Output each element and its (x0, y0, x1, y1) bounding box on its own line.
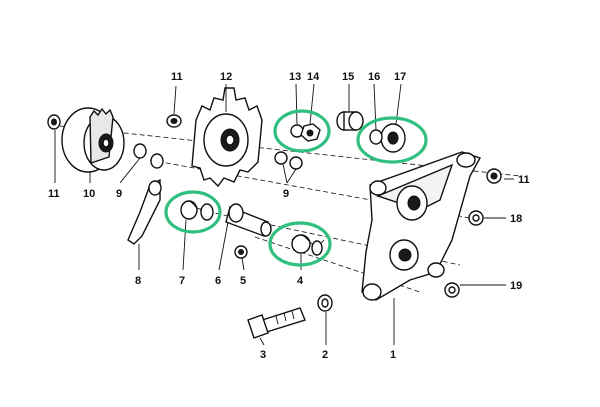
callout-8: 8 (135, 275, 141, 287)
callout-9-left: 9 (116, 188, 122, 200)
part-9-left-washers (133, 143, 164, 169)
callout-6: 6 (215, 275, 221, 287)
part-12-gear (191, 87, 263, 188)
part-2-washer (317, 294, 333, 312)
leader-lines (54, 83, 514, 346)
part-11-left-washer (47, 114, 61, 130)
part-8-lever (127, 178, 162, 245)
part-11-top-washer (166, 114, 182, 128)
callout-14: 14 (307, 71, 320, 83)
part-3-bolt (247, 307, 306, 339)
part-18-washer (468, 210, 484, 226)
callout-12: 12 (220, 71, 232, 83)
callout-4: 4 (297, 275, 304, 287)
callout-16: 16 (368, 71, 380, 83)
callout-15: 15 (342, 71, 354, 83)
part-15-bushing (336, 111, 364, 131)
part-10-sprocket-hub (61, 107, 125, 173)
callout-18: 18 (510, 213, 522, 225)
part-6-shaft (225, 203, 272, 237)
part-13-14-nut (290, 123, 321, 142)
part-1-main-bracket (361, 151, 482, 301)
callout-11-top: 11 (171, 71, 183, 83)
callout-17: 17 (394, 71, 406, 83)
callout-3: 3 (260, 349, 266, 361)
callout-1: 1 (390, 349, 396, 361)
callout-labels: 11 12 13 14 15 16 17 11 10 9 9 11 18 19 … (48, 71, 530, 361)
part-17-pivot (369, 123, 406, 153)
part-19-washer (444, 282, 460, 298)
callout-11-left: 11 (48, 188, 60, 200)
callout-13: 13 (289, 71, 301, 83)
part-9-right-washers (274, 151, 303, 170)
part-11-right-washer (486, 168, 502, 184)
highlight-rings (164, 109, 428, 267)
callout-9-right: 9 (283, 188, 289, 200)
highlight-ring-17 (356, 116, 428, 164)
part-5-washer (234, 245, 248, 259)
highlight-ring-13-14 (273, 109, 331, 153)
callout-5: 5 (240, 275, 246, 287)
callout-10: 10 (83, 188, 95, 200)
callout-2: 2 (322, 349, 328, 361)
callout-7: 7 (179, 275, 185, 287)
callout-19: 19 (510, 280, 522, 292)
callout-11-right: 11 (518, 174, 530, 186)
part-4-spring (291, 234, 325, 256)
highlight-ring-4 (268, 221, 332, 267)
part-7-spring (180, 200, 214, 221)
highlight-ring-7 (164, 190, 222, 234)
